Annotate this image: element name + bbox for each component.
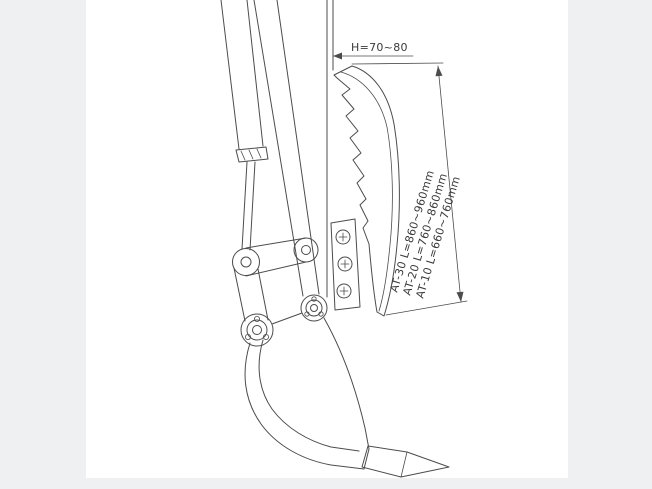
pivot-center	[310, 304, 318, 312]
thumb-attachment	[333, 65, 400, 317]
dimension-h-label: H=70~80	[351, 41, 408, 54]
pivot-outer-ring	[240, 313, 274, 347]
dimension-l-extension-bottom	[385, 300, 468, 316]
upper-link-bars	[245, 237, 307, 277]
cylinder-cap	[235, 146, 269, 163]
bucket-lip	[363, 448, 370, 470]
pivot-bolt	[304, 311, 310, 317]
tooth-outline	[361, 445, 450, 478]
linkage	[232, 237, 319, 322]
bucket-tooth	[361, 445, 450, 478]
bolt-cross	[339, 286, 349, 296]
dimension-l-arrow-top	[435, 66, 443, 77]
thumb-serrated-outline	[333, 65, 400, 317]
cylinder-barrel-left-edge	[220, 0, 240, 150]
left-pin-outer	[232, 248, 260, 276]
bolt-cross	[338, 232, 348, 242]
bolt-top	[335, 229, 351, 245]
thumb-inner-contour	[340, 71, 393, 312]
dimension-l-arrow-bottom	[456, 291, 464, 302]
right-pin-outer	[293, 237, 319, 263]
bucket-front-edge	[323, 317, 370, 450]
bolt-circle	[337, 256, 353, 272]
pivot-mid-ring	[246, 319, 268, 341]
bolt-middle	[337, 256, 353, 272]
dimension-l-extension-top	[351, 62, 444, 65]
cylinder-cap-hatch	[240, 148, 262, 161]
left-pin-inner	[240, 256, 252, 268]
piston-rod	[241, 161, 256, 251]
dimension-l-line	[437, 65, 462, 303]
pivot-outer-ring	[300, 294, 328, 322]
pivot-center	[252, 325, 262, 335]
dimension-h-arrow	[333, 52, 342, 60]
right-pin-inner	[301, 245, 311, 255]
lower-link-bars	[233, 267, 269, 322]
bolt-cross	[340, 259, 350, 269]
dimension-h: H=70~80	[332, 41, 414, 60]
pivot-connector	[271, 312, 303, 325]
pivot-bolt	[253, 315, 260, 322]
bolt-circle	[336, 283, 352, 299]
arm-right-edge	[276, 0, 320, 295]
cylinder-barrel-right-edge	[246, 0, 264, 147]
hydraulic-cylinder	[220, 0, 269, 251]
tooth-adapter-line	[400, 451, 408, 478]
mount-bracket	[326, 0, 361, 311]
pivot-bolt	[262, 333, 269, 340]
bucket-shell-inner	[258, 339, 360, 452]
bucket-link-pivot	[240, 313, 274, 347]
bucket-shell-outer	[244, 342, 365, 470]
pivot-bolt	[311, 296, 317, 302]
bolt-plate	[330, 218, 361, 311]
bolt-circle	[335, 229, 351, 245]
bolt-bottom	[336, 283, 352, 299]
bucket	[244, 317, 450, 478]
pivot-mid-ring	[305, 299, 323, 317]
bucket-pivot	[271, 294, 328, 325]
pivot-bolt	[318, 311, 324, 317]
pivot-bolt	[244, 333, 251, 340]
